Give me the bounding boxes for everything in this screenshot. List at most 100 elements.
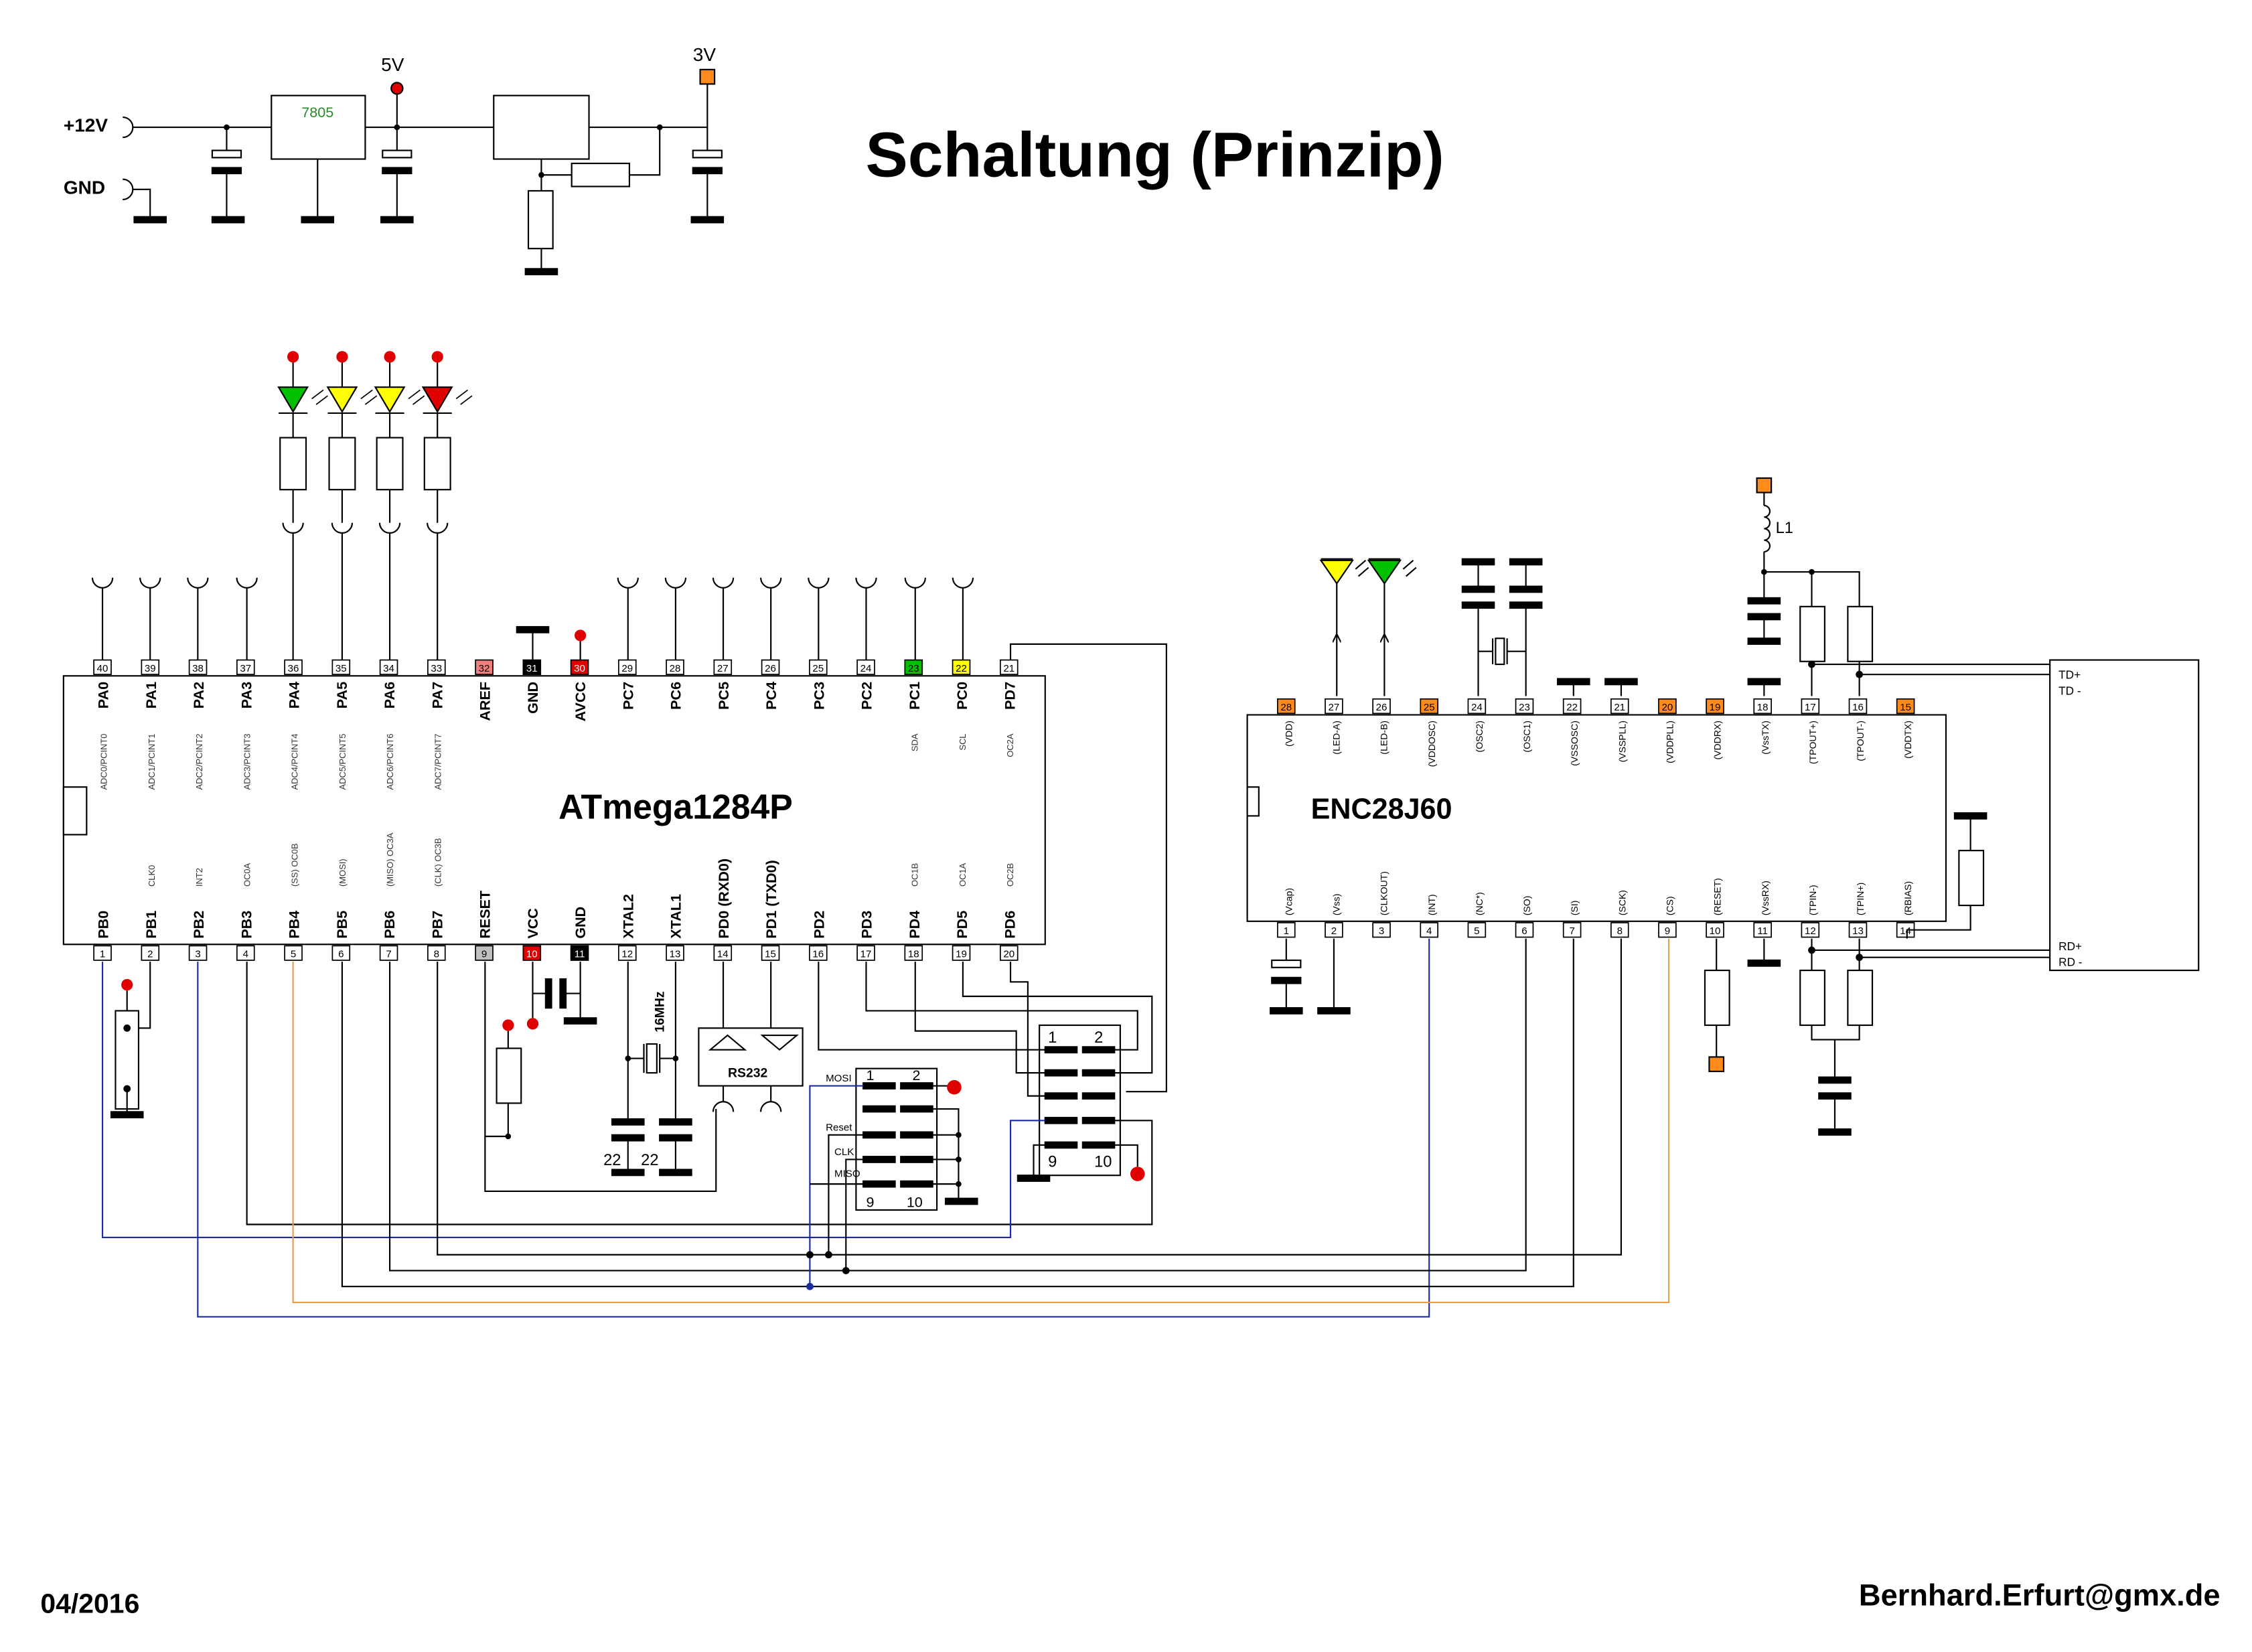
atmega-pin-alt-function: OC1B (910, 863, 920, 887)
cap2-label: 22 (641, 1152, 658, 1169)
enc-pin-5: 5(NC*) (1467, 892, 1487, 938)
enc-chip: ENC28J60 28(VDD)27(LED-A)26(LED-B)25(VDD… (1246, 698, 1947, 938)
atmega-pin-label: GND (572, 907, 589, 939)
atmega-pin-box (236, 945, 255, 961)
atmega-pin-number: 31 (526, 663, 538, 674)
enc-pin-box (1467, 922, 1487, 938)
enc-pin-3: 3(CLKOUT) (1372, 871, 1391, 938)
enc-pin-label: (VDD) (1283, 721, 1294, 747)
enc-pin-label: (TPIN-) (1807, 885, 1818, 915)
atmega-pin-number: 12 (621, 949, 633, 960)
atmega-pin-box (475, 659, 494, 676)
enc-pin-number: 2 (1331, 925, 1337, 937)
atmega-pin-box (475, 945, 494, 961)
enc-bottom-circuits (1269, 812, 2050, 1136)
atmega-pin-box (284, 945, 303, 961)
pb5-mosi-wire (341, 938, 1574, 1288)
enc-pin-label: (VssRX) (1760, 881, 1771, 915)
enc-pin-number: 6 (1521, 925, 1527, 937)
atmega-pin-label: PC5 (715, 682, 732, 710)
atmega-pin-box (427, 659, 446, 676)
atmega-pin-box (999, 659, 1019, 676)
inductor-label: L1 (1776, 520, 1793, 537)
enc-pin-label: (VDDPLL) (1665, 721, 1675, 763)
atmega-pin-box (952, 659, 971, 676)
atmega-pin-label: AREF (477, 682, 494, 721)
atmega-pin-label: PC2 (858, 682, 875, 710)
enc-pin-number: 14 (1900, 925, 1911, 937)
atmega-pin-number: 11 (575, 949, 585, 960)
enc-pin-number: 27 (1329, 702, 1340, 713)
enc-top-circuits (1319, 477, 2050, 696)
magjack-rdp-label: RD+ (2058, 940, 2082, 953)
atmega-pin-number: 9 (481, 949, 487, 960)
enc-pin-2: 2 (Vss) (1325, 893, 1343, 938)
enc-pin-number: 15 (1900, 702, 1911, 713)
atmega-pin-label: GND (524, 682, 541, 714)
header-pin1-label: 1 (1048, 1029, 1057, 1047)
enc-pin-label: (RESET) (1712, 878, 1723, 915)
port-d-wires (246, 962, 1153, 1225)
page-title: Schaltung (Prinzip) (866, 119, 1444, 190)
enc-pin-box (1706, 922, 1724, 938)
atmega-pin-label: RESET (477, 891, 494, 939)
isp-labels: 1 2 9 10 MOSI Reset CLK MISO (826, 1067, 923, 1211)
enc-pin-box (1801, 922, 1820, 938)
enc-pin-label: (VDDTX) (1902, 721, 1913, 759)
atmega-pin-label: PA3 (238, 682, 254, 708)
atmega-pin-number: 2 (147, 949, 153, 960)
enc-pin-box (1801, 698, 1820, 715)
isp-pin10-label: 10 (907, 1194, 923, 1211)
enc-pin-20: 20(VDDPLL) (1658, 698, 1677, 763)
enc-pin-box (1515, 922, 1534, 938)
atmega-pin-alt-function: (MOSI) (337, 858, 348, 887)
enc-pin-number: 17 (1805, 702, 1816, 713)
atmega-pin-label: PA2 (190, 682, 207, 708)
enc-pin-label: (Vss) (1331, 893, 1342, 915)
atmega-body (62, 675, 1046, 946)
atmega-pin-alt-function: (SS) OC0B (290, 843, 300, 887)
magjack-tdp-label: TD+ (2058, 668, 2081, 682)
enc-pin-6: 6(SO) (1515, 896, 1534, 938)
enc-pin-15: 15 (VDDTX) (1896, 698, 1915, 759)
atmega-pin-number: 10 (526, 949, 538, 960)
enc-pin-label: (RBIAS) (1902, 881, 1913, 915)
atmega-pin-alt-function: ADC7/PCINT7 (433, 734, 443, 790)
atmega-pin-number: 7 (386, 949, 391, 960)
atmega-pin-number: 20 (1003, 949, 1015, 960)
enc-pin-16: 16(TPOUT-) (1848, 698, 1868, 761)
enc-notch (1246, 786, 1260, 817)
enc-pin-label: (OSC2) (1474, 721, 1485, 752)
led-light-rays (311, 389, 473, 405)
isp-pin1-label: 1 (866, 1067, 874, 1083)
enc-pin-17: 17(TPOUT+) (1801, 698, 1820, 764)
enc-pin-box (1848, 698, 1868, 715)
enc-pin-box (1753, 698, 1772, 715)
atmega-pin-alt-function: OC2B (1005, 863, 1015, 887)
spi-bus-wires (101, 938, 1670, 1318)
atmega-pin-number: 35 (335, 663, 347, 674)
enc-pin-10: 10(RESET) (1706, 878, 1724, 938)
enc-pin-box (1610, 698, 1629, 715)
enc-pin-box (1372, 922, 1391, 938)
enc-pin-box (1848, 922, 1868, 938)
enc-pin-28: 28(VDD) (1276, 698, 1296, 747)
atmega-pin-box (856, 945, 875, 961)
led-yellow-enc (1319, 558, 1355, 639)
atmega-pin-box (999, 945, 1019, 961)
enc-pin-11: 11(VssRX) (1753, 881, 1772, 938)
